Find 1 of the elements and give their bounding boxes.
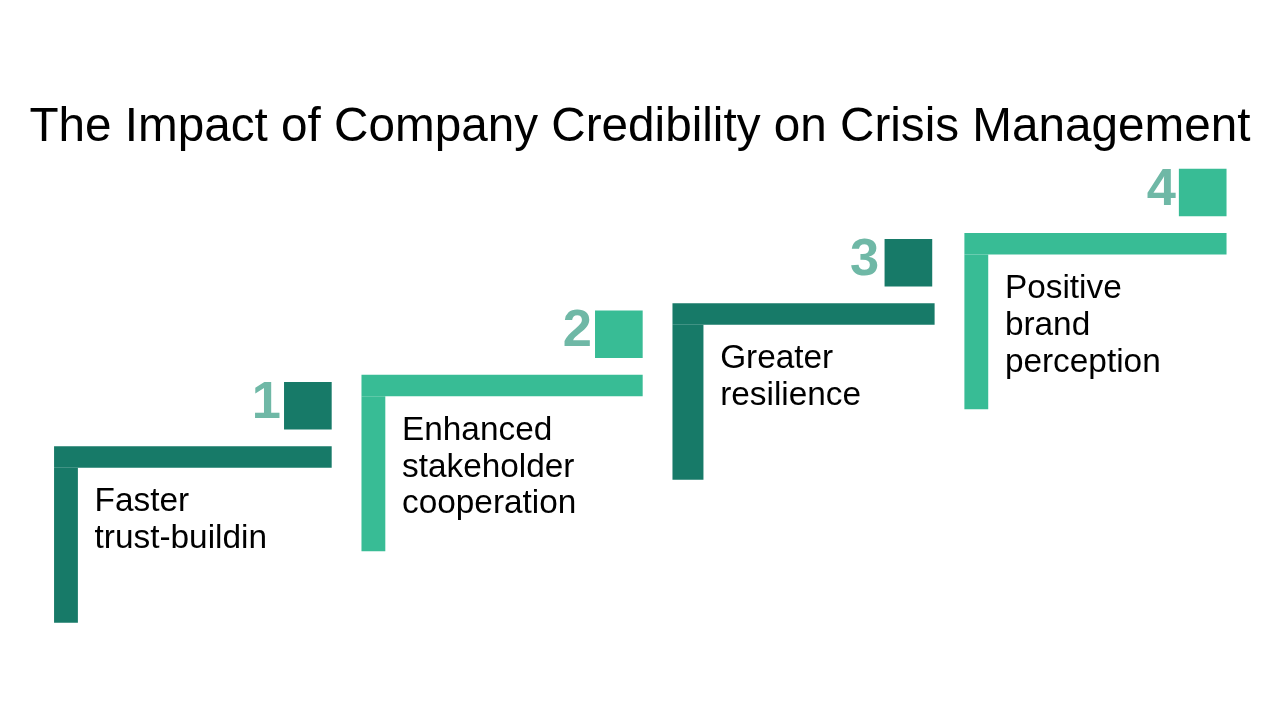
diagram-title: The Impact of Company Credibility on Crisis Management — [29, 97, 1251, 151]
